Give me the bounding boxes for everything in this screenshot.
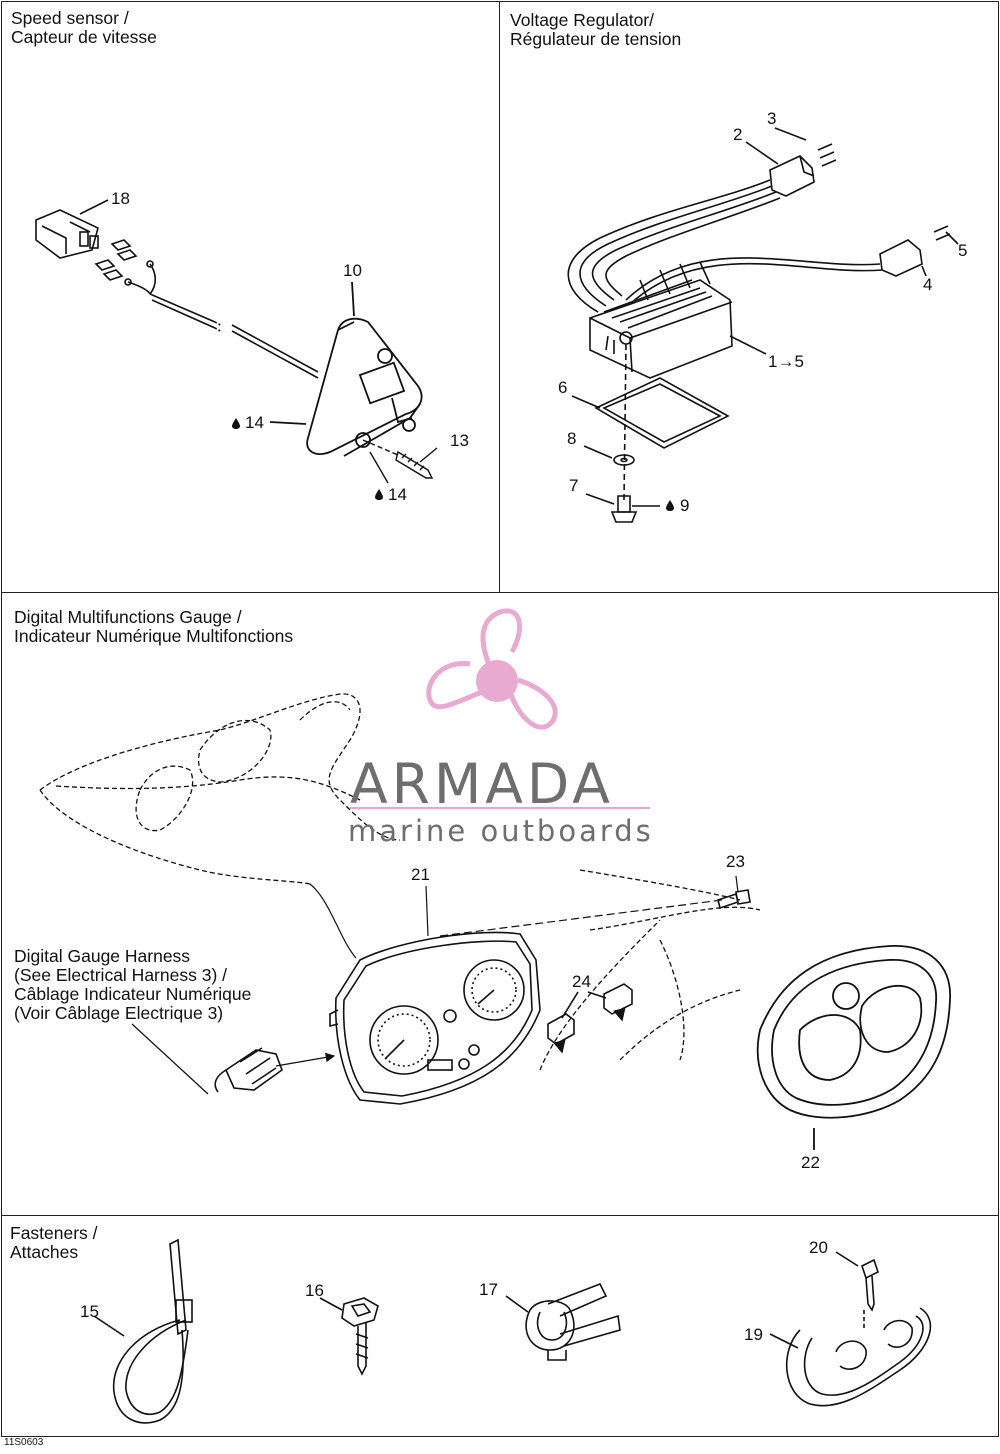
callout-22: 22 bbox=[801, 1153, 820, 1172]
watermark-tagline: marine outboards bbox=[348, 814, 654, 848]
callout-17: 17 bbox=[479, 1280, 498, 1299]
callout-16: 16 bbox=[305, 1281, 324, 1300]
callout-14a: 14 bbox=[245, 413, 264, 432]
gauge-bezel-drawing bbox=[756, 945, 951, 1150]
fasteners-title: Fasteners / Attaches bbox=[10, 1223, 98, 1262]
callout-18: 18 bbox=[111, 189, 130, 208]
voltage-regulator-title: Voltage Regulator/ Régulateur de tension bbox=[510, 10, 682, 49]
regulator-screw-drawing bbox=[585, 493, 660, 523]
callout-1-to-5: 1→5 bbox=[768, 352, 804, 371]
plastic-nut-drawing bbox=[319, 1297, 379, 1376]
callout-15: 15 bbox=[80, 1302, 99, 1321]
lubricant-drop-icon bbox=[232, 418, 674, 511]
clip-24-drawing bbox=[547, 983, 633, 1054]
callout-21: 21 bbox=[411, 865, 430, 884]
speed-sensor-screw-drawing bbox=[362, 439, 438, 484]
callout-23: 23 bbox=[726, 852, 745, 871]
callout-8: 8 bbox=[567, 429, 577, 448]
callout-10: 10 bbox=[343, 261, 362, 280]
gauge-title: Digital Multifunctions Gauge / Indicateu… bbox=[14, 607, 294, 646]
panel-fasteners bbox=[1, 1215, 999, 1437]
callout-6: 6 bbox=[558, 378, 568, 397]
speed-sensor-title: Speed sensor / Capteur de vitesse bbox=[11, 8, 157, 47]
speed-sensor-connector-drawing bbox=[35, 199, 319, 379]
watermark-brand: ARMADA bbox=[350, 752, 614, 816]
double-clamp-drawing bbox=[769, 1251, 932, 1407]
callout-9: 9 bbox=[680, 496, 690, 515]
harness-lead-line bbox=[131, 875, 739, 1095]
speed-sensor-body-drawing bbox=[269, 281, 423, 457]
drawing-code: 11S0603 bbox=[4, 1437, 44, 1448]
screw-23-drawing bbox=[717, 889, 751, 910]
callout-2: 2 bbox=[733, 125, 743, 144]
gauge-cluster-drawing bbox=[329, 931, 541, 1105]
gasket-drawing bbox=[571, 377, 730, 449]
callout-24: 24 bbox=[572, 972, 591, 991]
callout-3: 3 bbox=[767, 109, 777, 128]
callout-13: 13 bbox=[450, 431, 469, 450]
harness-connector-drawing bbox=[214, 1047, 283, 1093]
callout-5: 5 bbox=[958, 241, 968, 260]
voltage-regulator-wires bbox=[567, 127, 959, 355]
voltage-regulator-drawing bbox=[589, 261, 733, 501]
console-dashed-outline bbox=[39, 693, 761, 1071]
callout-19: 19 bbox=[744, 1325, 763, 1344]
watermark-propeller-icon bbox=[426, 608, 558, 730]
callout-20: 20 bbox=[809, 1238, 828, 1257]
callout-14b: 14 bbox=[388, 485, 407, 504]
washer-drawing bbox=[583, 445, 635, 466]
p-clamp-drawing bbox=[505, 1282, 621, 1361]
harness-note: Digital Gauge Harness (See Electrical Ha… bbox=[14, 946, 252, 1023]
callout-7: 7 bbox=[569, 476, 579, 495]
callout-4: 4 bbox=[923, 275, 933, 294]
cable-tie-drawing bbox=[93, 1238, 193, 1424]
